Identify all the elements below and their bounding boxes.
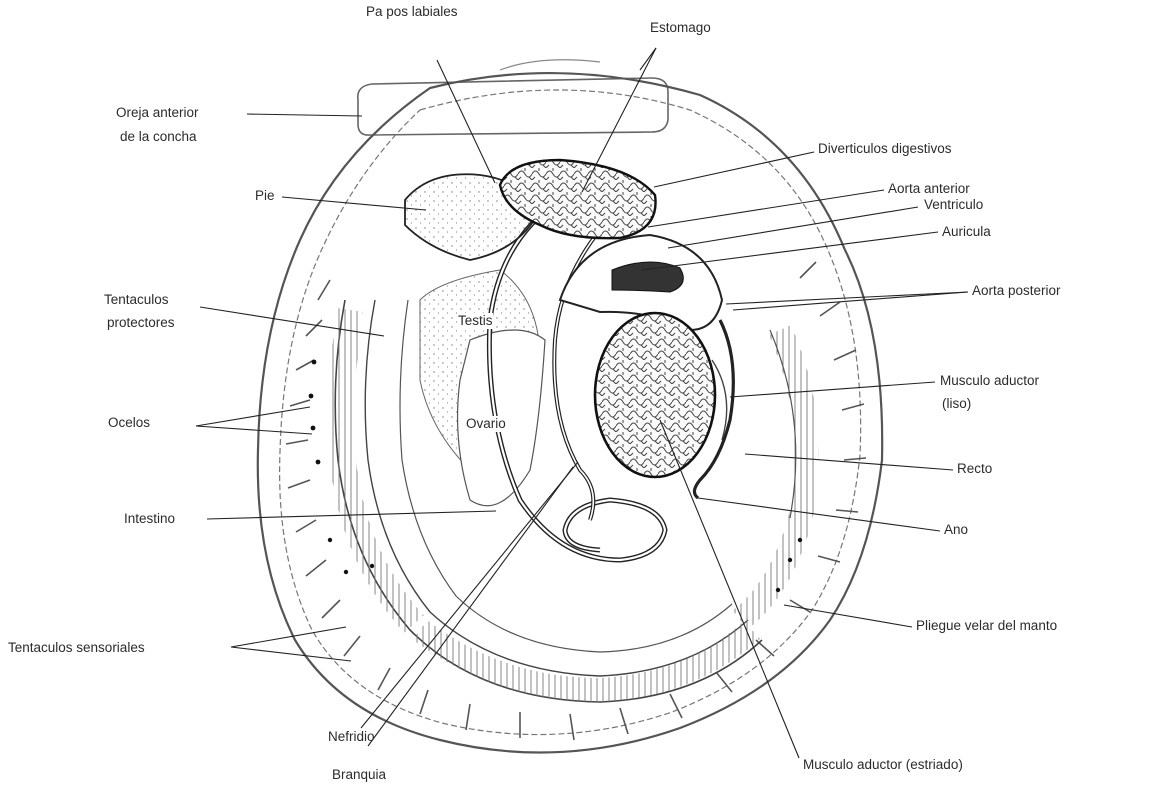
label-ventriculo: Ventriculo bbox=[924, 197, 983, 213]
label-musculo-liso-line2: (liso) bbox=[942, 396, 971, 412]
label-ovario: Ovario bbox=[466, 416, 506, 432]
adductor-muscle bbox=[595, 313, 727, 477]
label-pliegue-velar: Pliegue velar del manto bbox=[916, 618, 1057, 634]
shell-ear bbox=[358, 60, 668, 135]
label-ano: Ano bbox=[944, 522, 968, 538]
label-musculo-liso-line1: Musculo aductor bbox=[940, 373, 1039, 389]
label-branquia: Branquia bbox=[332, 767, 386, 783]
label-intestino: Intestino bbox=[124, 511, 175, 527]
label-nefridio: Nefridio bbox=[328, 729, 375, 745]
label-pie: Pie bbox=[255, 188, 275, 204]
label-tentaculos-sensoriales: Tentaculos sensoriales bbox=[8, 640, 145, 656]
label-recto: Recto bbox=[957, 461, 992, 477]
label-diverticulos: Diverticulos digestivos bbox=[818, 141, 952, 157]
label-tentaculos-protectores-line1: Tentaculos bbox=[104, 292, 169, 308]
label-ocelos: Ocelos bbox=[108, 415, 150, 431]
label-tentaculos-protectores-line2: protectores bbox=[107, 315, 175, 331]
label-palpos-labiales: Pa pos labiales bbox=[366, 4, 458, 20]
label-testis: Testis bbox=[458, 313, 493, 329]
label-aorta-anterior: Aorta anterior bbox=[888, 181, 970, 197]
label-oreja-line1: Oreja anterior bbox=[116, 105, 199, 121]
gill-bands bbox=[335, 300, 806, 702]
label-auricula: Auricula bbox=[942, 224, 991, 240]
label-musculo-estriado: Musculo aductor (estriado) bbox=[803, 757, 963, 773]
label-oreja-line2: de la concha bbox=[120, 129, 197, 145]
label-estomago: Estomago bbox=[650, 20, 711, 36]
label-aorta-posterior: Aorta posterior bbox=[972, 283, 1061, 299]
